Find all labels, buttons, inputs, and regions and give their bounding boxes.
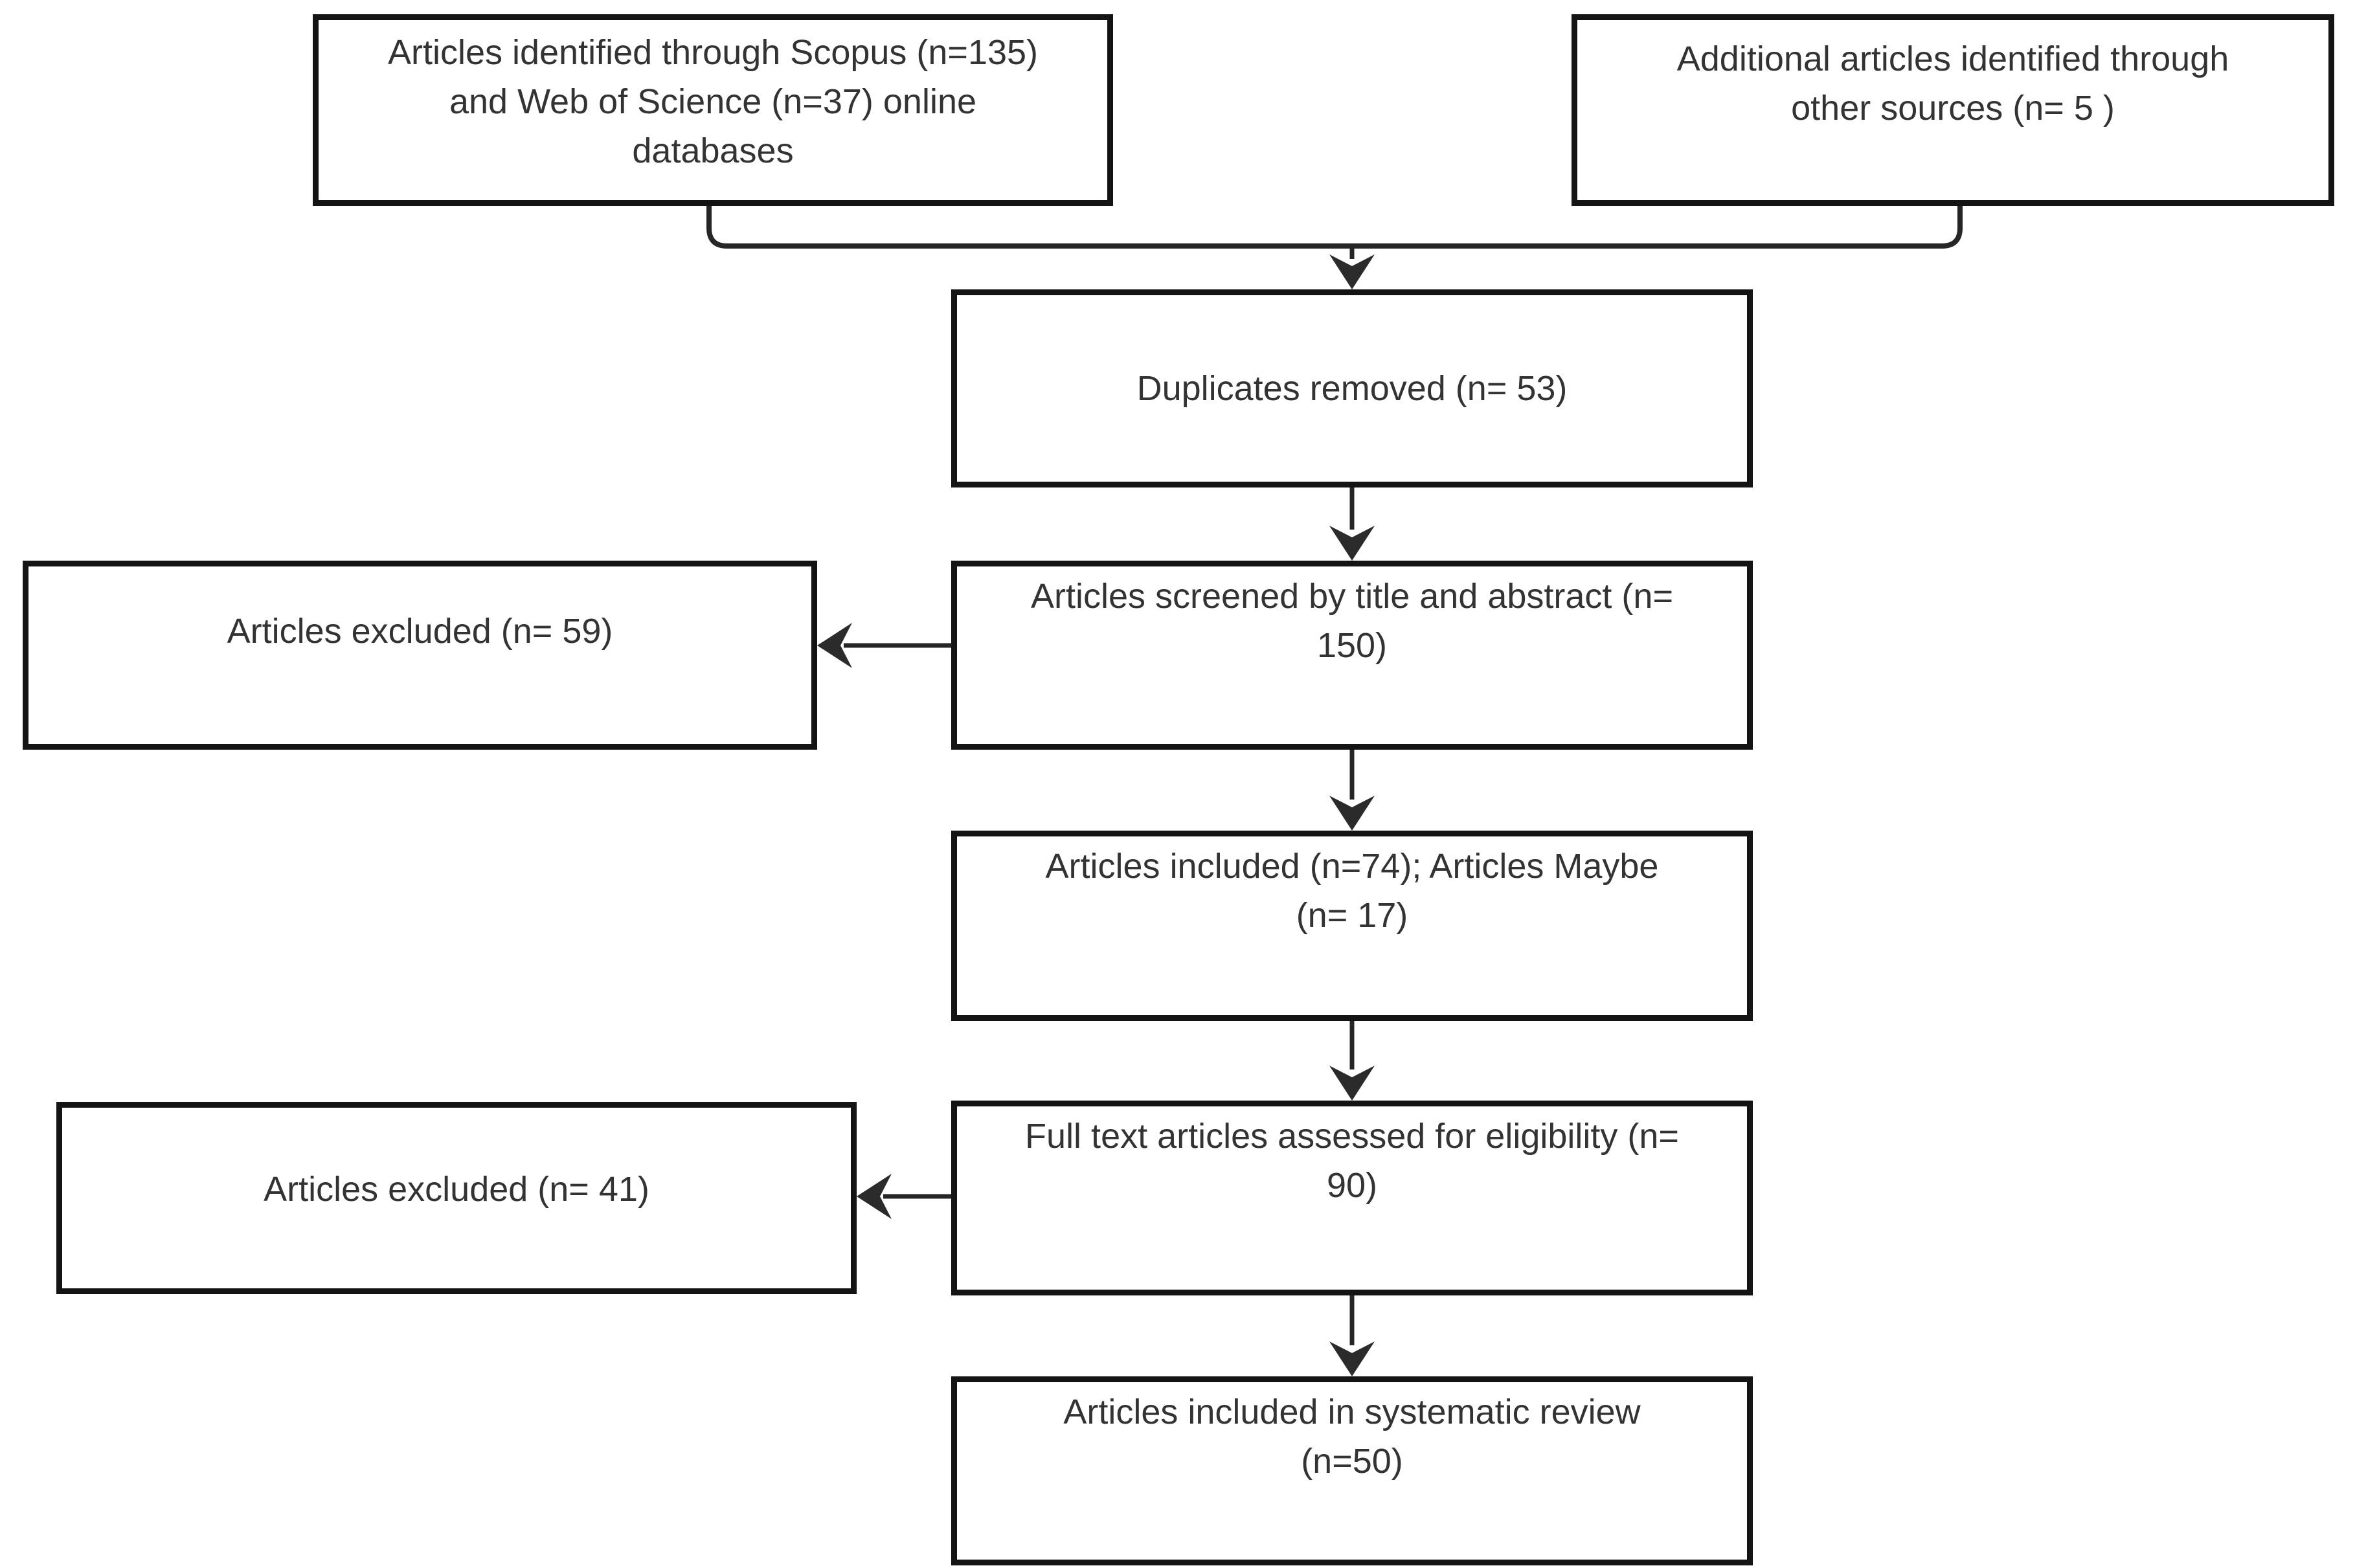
flow-box-line: other sources (n= 5 ) bbox=[1791, 89, 2115, 128]
flow-box-line: Articles screened by title and abstract … bbox=[1031, 577, 1673, 616]
flow-box-fulltext-assessed: Full text articles assessed for eligibil… bbox=[951, 1101, 1753, 1295]
flow-box-line: Duplicates removed (n= 53) bbox=[1136, 369, 1568, 408]
arrowhead-down-icon bbox=[1329, 1341, 1375, 1376]
flow-box-screened: Articles screened by title and abstract … bbox=[951, 561, 1753, 750]
arrowhead-down-icon bbox=[1329, 796, 1375, 831]
flow-box-line: databases bbox=[632, 131, 794, 170]
flow-box-line: Articles included (n=74); Articles Maybe bbox=[1045, 847, 1659, 886]
flow-box-line: (n=50) bbox=[1301, 1442, 1403, 1481]
arrowhead-left-icon bbox=[817, 623, 852, 668]
arrowhead-down-icon bbox=[1329, 254, 1375, 289]
flow-box-excluded-screening: Articles excluded (n= 59) bbox=[23, 561, 817, 750]
arrowhead-down-icon bbox=[1329, 1066, 1375, 1101]
flow-box-excluded-fulltext: Articles excluded (n= 41) bbox=[56, 1102, 857, 1294]
flow-box-line: and Web of Science (n=37) online bbox=[449, 82, 977, 121]
flow-box-line: Articles excluded (n= 41) bbox=[264, 1170, 649, 1209]
arrowhead-down-icon bbox=[1329, 526, 1375, 561]
flow-box-sources-other: Additional articles identified through o… bbox=[1572, 14, 2334, 206]
flow-box-line: Articles identified through Scopus (n=13… bbox=[387, 33, 1039, 72]
flow-box-line: Articles excluded (n= 59) bbox=[227, 612, 613, 651]
flow-box-line: 150) bbox=[1316, 626, 1388, 665]
flow-box-included-final: Articles included in systematic review (… bbox=[951, 1376, 1753, 1565]
flow-box-line: Additional articles identified through bbox=[1676, 39, 2229, 78]
connector-merge-bracket bbox=[706, 205, 1963, 249]
flow-box-duplicates-removed: Duplicates removed (n= 53) bbox=[951, 289, 1753, 487]
flow-box-line: 90) bbox=[1326, 1166, 1378, 1205]
flow-box-line: Articles included in systematic review bbox=[1063, 1393, 1641, 1431]
flow-box-included-maybe: Articles included (n=74); Articles Maybe… bbox=[951, 831, 1753, 1021]
arrowhead-left-icon bbox=[857, 1174, 892, 1219]
flow-box-line: Full text articles assessed for eligibil… bbox=[1025, 1117, 1679, 1156]
flow-box-sources-databases: Articles identified through Scopus (n=13… bbox=[313, 14, 1113, 206]
flow-box-line: (n= 17) bbox=[1296, 896, 1408, 935]
